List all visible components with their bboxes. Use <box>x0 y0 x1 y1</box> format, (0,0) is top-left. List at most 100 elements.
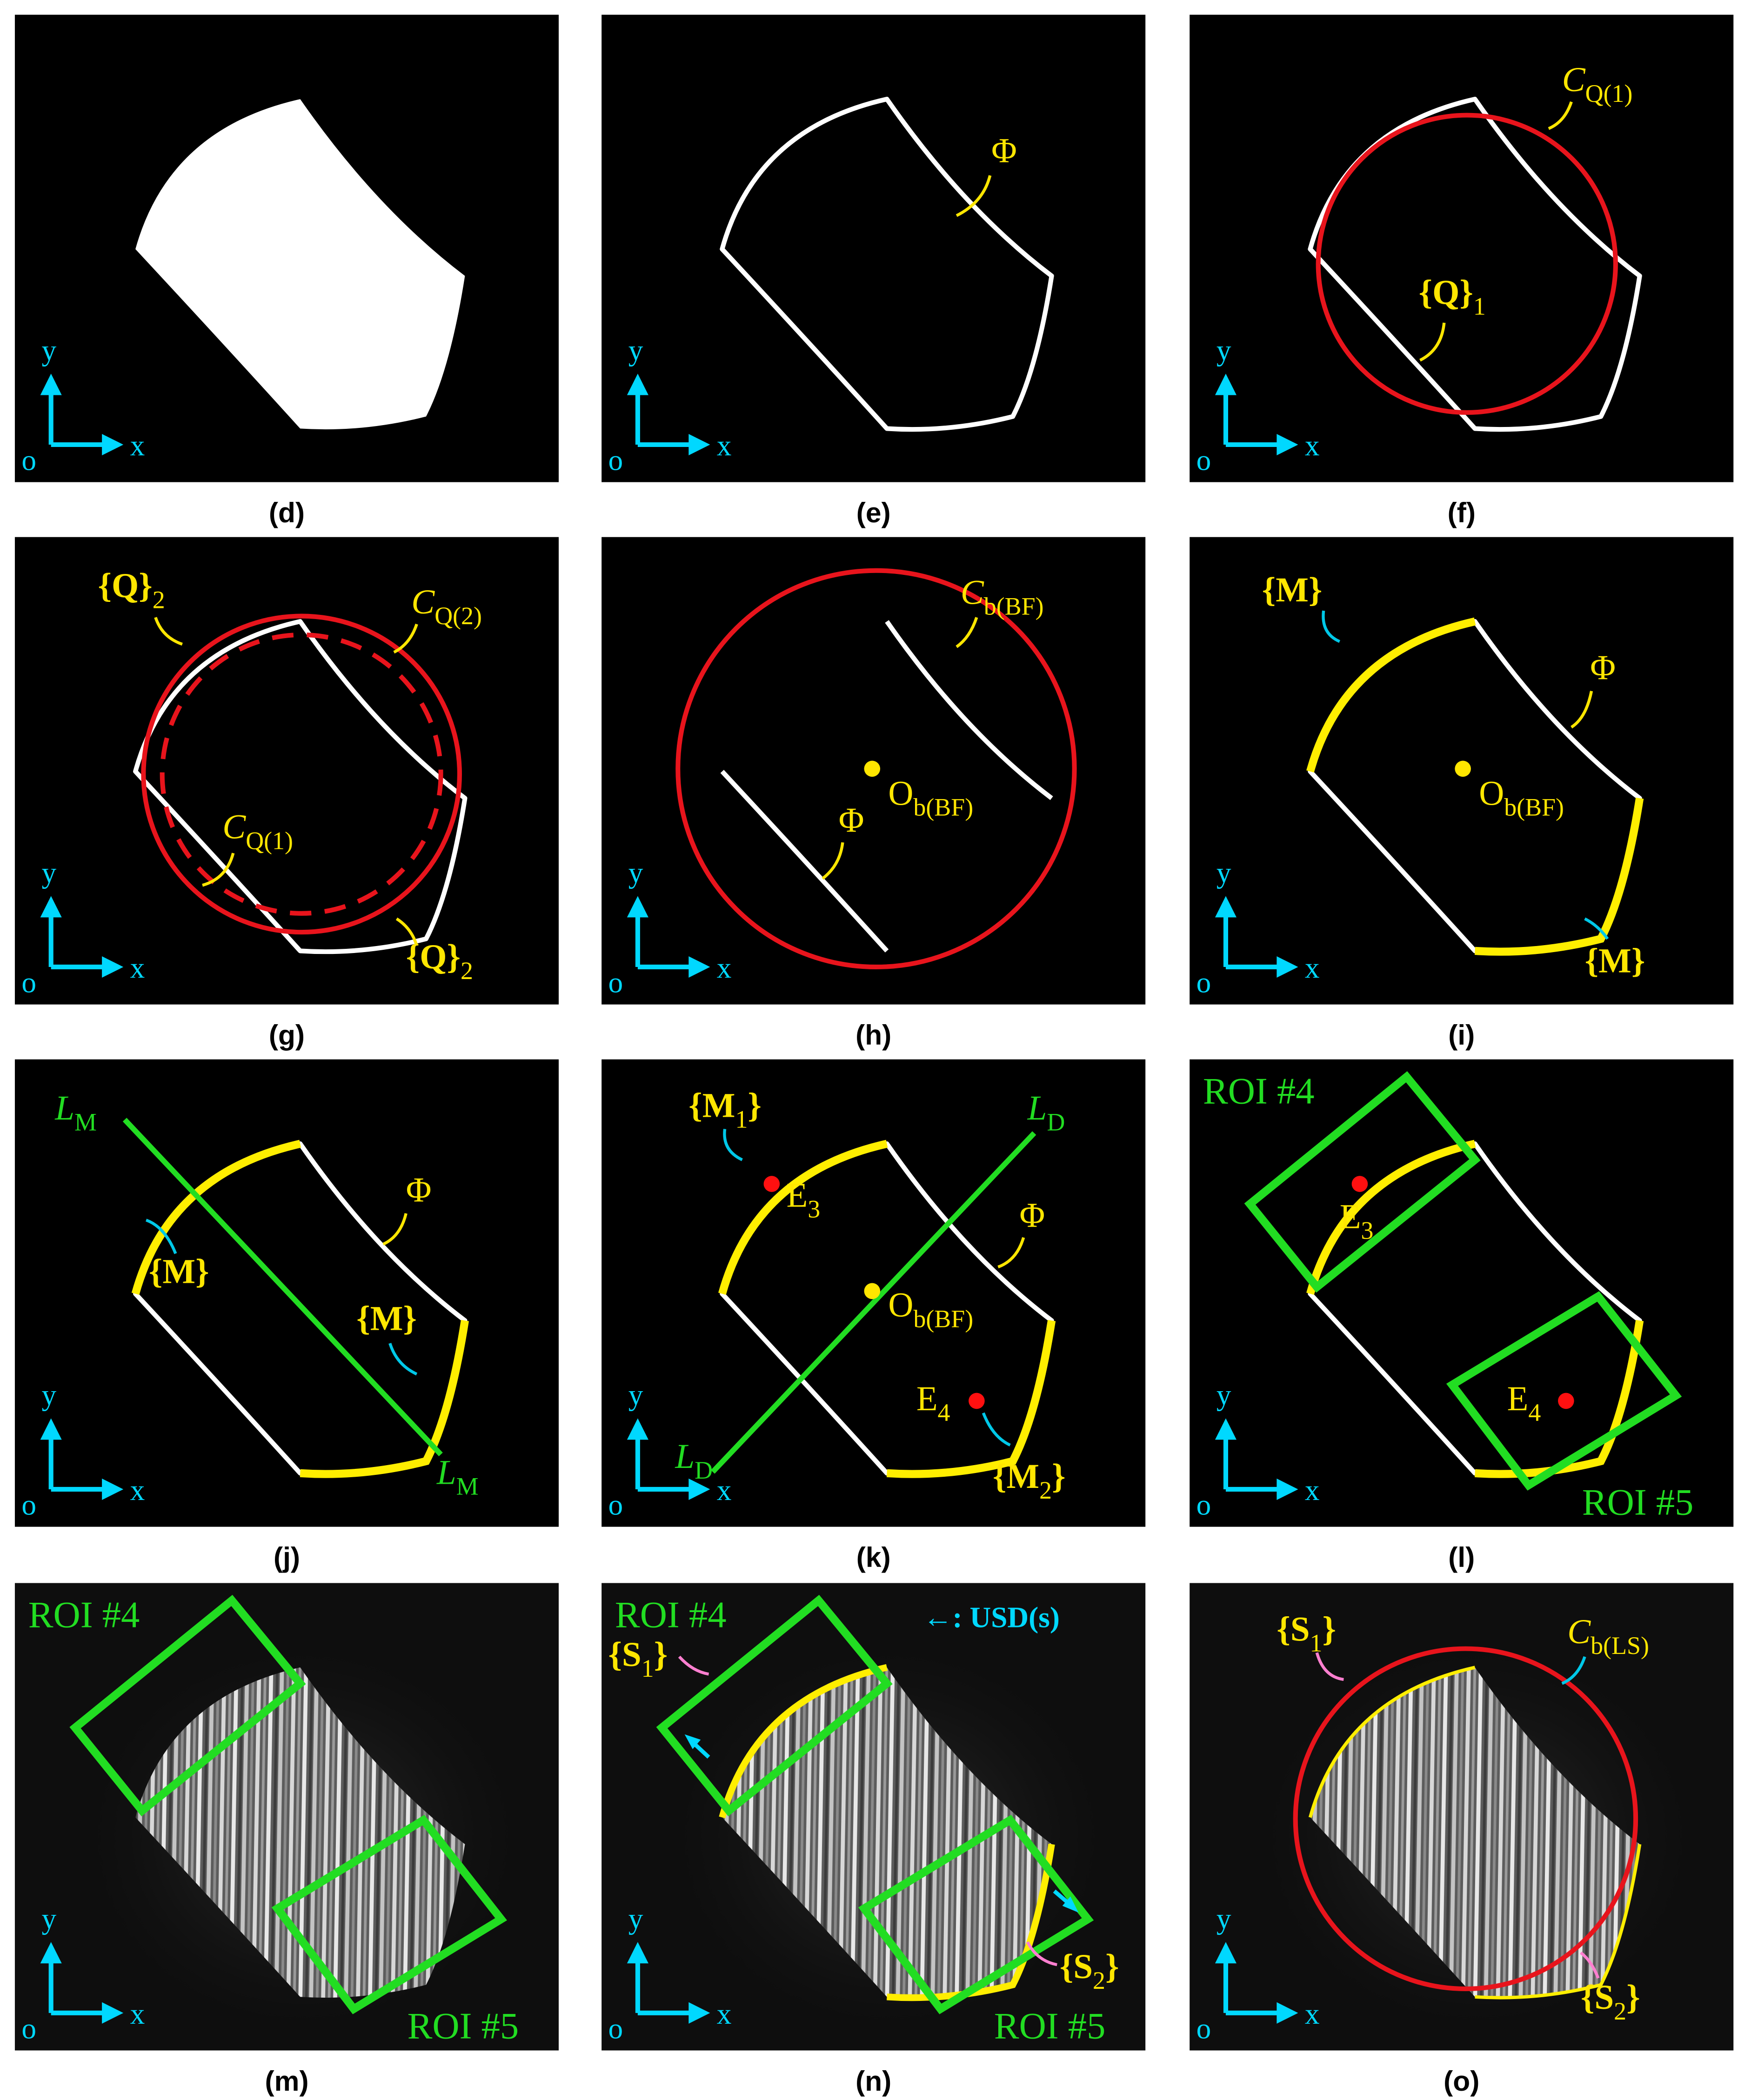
x-axis-label: x <box>130 429 145 462</box>
center-obf <box>864 760 881 777</box>
roi-5-box <box>858 1814 1094 2014</box>
leader-line <box>393 623 418 654</box>
binary-mask <box>135 99 465 430</box>
contour-left-side <box>720 770 889 953</box>
arc-s2 <box>1475 1844 1642 2000</box>
origin-label: o <box>21 2013 36 2045</box>
x-axis-label: x <box>717 1474 732 1507</box>
panel-d-caption: (d) <box>269 497 305 528</box>
s1-label: {S1} <box>608 1635 668 1682</box>
phi-label-main: Φ <box>839 801 864 840</box>
point-e3 <box>1351 1176 1368 1192</box>
leader-line <box>1419 322 1446 362</box>
leader-line <box>1571 691 1593 729</box>
origin-label: o <box>1196 1489 1211 1521</box>
lm-top-label-sub: M <box>74 1108 97 1136</box>
grayscale-specimen <box>1310 1667 1640 1998</box>
x-arrowhead-icon <box>102 2002 124 2024</box>
leader-line <box>723 1128 743 1161</box>
x-arrowhead-icon <box>1276 1478 1298 1500</box>
q1-label-main: {Q} <box>1419 273 1473 312</box>
s2-label-close: } <box>1105 1947 1119 1986</box>
panel-l-caption: (l) <box>1448 1541 1475 1573</box>
m2-label: {M2} <box>993 1457 1066 1504</box>
y-arrowhead-icon <box>40 1942 62 1964</box>
cq1-label: CQ(1) <box>1562 60 1633 107</box>
contour-phi <box>133 619 468 954</box>
q1-label-sub: 1 <box>1473 293 1486 320</box>
leader-line <box>1322 610 1341 643</box>
origin-label: o <box>1196 967 1211 999</box>
circle-cls <box>1293 1646 1638 1992</box>
panel-j-caption: (j) <box>274 1541 300 1573</box>
circle-cq2 <box>141 613 462 935</box>
panel-e-caption: (e) <box>856 497 891 528</box>
cbf-label: Cb(BF) <box>961 573 1044 620</box>
y-axis-label: y <box>42 1902 57 1935</box>
x-arrowhead-icon <box>688 433 710 456</box>
leader-line <box>956 617 978 648</box>
s2-label-main: {S <box>1581 1978 1614 2017</box>
cq2-label: CQ(2) <box>411 583 482 630</box>
s2-label: {S2} <box>1060 1947 1119 1994</box>
roi4-label-main: ROI #4 <box>28 1594 140 1636</box>
origin-label: o <box>21 444 36 477</box>
phi-label-main: Φ <box>991 131 1017 170</box>
e3-label-sub: 3 <box>808 1195 820 1223</box>
e4-label: E4 <box>1507 1380 1541 1427</box>
arc-s1 <box>719 1664 888 1819</box>
panel-n-caption: (n) <box>855 2065 891 2097</box>
y-arrowhead-icon <box>627 896 648 918</box>
x-arrowhead-icon <box>1276 956 1298 978</box>
x-arrowhead-icon <box>102 956 124 978</box>
m1-label-close: } <box>748 1086 761 1125</box>
s1-label-sub: 1 <box>642 1654 654 1682</box>
ld-top-label-sub: D <box>1047 1108 1065 1136</box>
y-arrowhead-icon <box>627 1942 648 1964</box>
leader-line <box>982 1412 1011 1447</box>
m-left-label-main: {M} <box>149 1253 209 1291</box>
ld-top-label-main: L <box>1027 1089 1047 1127</box>
e4-label-main: E <box>916 1380 938 1418</box>
y-arrowhead-icon <box>1215 373 1237 395</box>
ld-bottom-label: LD <box>675 1437 713 1484</box>
lm-bottom-label: LM <box>436 1453 479 1500</box>
phi-label-main: Φ <box>1590 648 1616 687</box>
origin-label: o <box>1196 2013 1211 2045</box>
obf-label: Ob(BF) <box>888 774 973 821</box>
q2-bottom-label-sub: 2 <box>461 957 473 985</box>
phi-label: Φ <box>1020 1196 1045 1235</box>
m2-label-close: } <box>1052 1457 1066 1496</box>
arc-m-top <box>1306 617 1476 773</box>
center-obf <box>864 1283 881 1300</box>
origin-label: o <box>608 2013 623 2045</box>
leader-line <box>997 1237 1025 1268</box>
leader-line <box>382 1213 408 1246</box>
m2-label-main: {M <box>993 1457 1039 1496</box>
roi-5-box <box>1446 1291 1682 1491</box>
cls-label: Cb(LS) <box>1567 1613 1649 1660</box>
roi5-label-main: ROI #5 <box>994 2006 1106 2047</box>
obf-label: Ob(BF) <box>888 1286 973 1333</box>
m-left-label: {M} <box>149 1253 209 1291</box>
panel-e-background <box>601 14 1146 482</box>
panel-i: {M}ΦOb(BF){M}yxo <box>1190 537 1734 1005</box>
cq2-label-sub: Q(2) <box>434 602 482 630</box>
q2-top-label-main: {Q} <box>98 567 152 605</box>
y-arrowhead-icon <box>1215 1418 1237 1440</box>
leader-line <box>1561 1656 1586 1685</box>
line-ld <box>710 1131 1036 1474</box>
x-axis-label: x <box>1305 952 1320 984</box>
roi5-label: ROI #5 <box>408 2006 519 2047</box>
ld-bottom-label-main: L <box>675 1437 695 1476</box>
origin-label: o <box>21 967 36 999</box>
e4-label: E4 <box>916 1380 950 1427</box>
obf-label-sub: b(BF) <box>913 793 973 821</box>
s2-label-sub: 2 <box>1614 1997 1626 2025</box>
origin-label: o <box>21 1489 36 1521</box>
y-arrowhead-icon <box>40 896 62 918</box>
panel-h-caption: (h) <box>855 1019 891 1051</box>
axis-glyph: yxo <box>21 857 145 999</box>
